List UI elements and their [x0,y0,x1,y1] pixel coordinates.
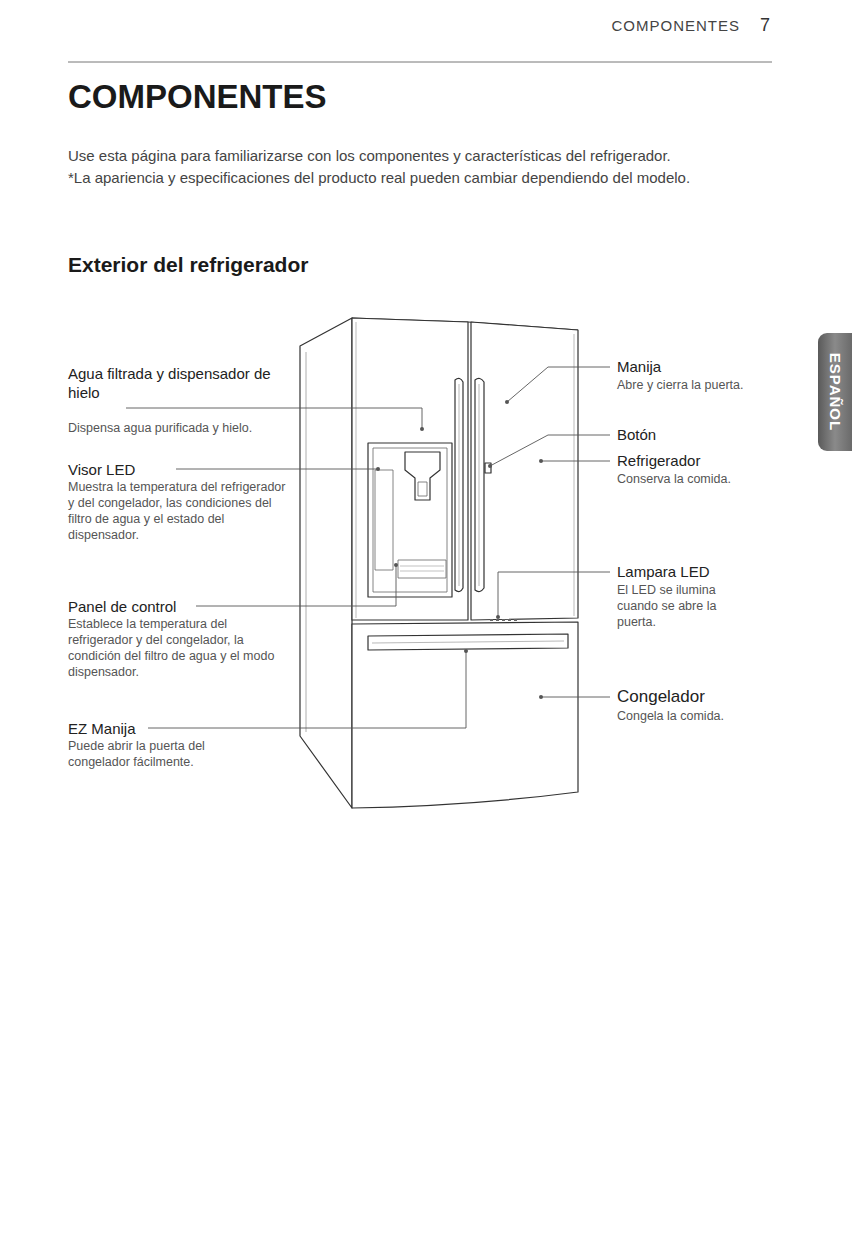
language-tab: ESPAÑOL [818,333,852,451]
tab-label: ESPAÑOL [827,353,844,431]
callout-title: Congelador [617,686,817,708]
callout-description: Muestra la temperatura del refrigerador … [68,479,293,543]
callout-description: Establece la temperatura del refrigerado… [68,616,293,680]
section-heading: Exterior del refrigerador [68,252,468,279]
callout-title: Panel de control [68,597,268,616]
page-title: COMPONENTES [68,76,327,118]
callout-title: EZ Manija [68,719,268,738]
callout-title: Botón [617,425,817,444]
callout-description: Dispensa agua purificada y hielo. [68,420,298,436]
callout-description: Conserva la comida. [617,471,817,487]
callout-title: Refrigerador [617,451,817,470]
callout-description: El LED se ilumina cuando se abre la puer… [617,582,732,630]
callout-description: Abre y cierra la puerta. [617,377,817,393]
callout-description: Congela la comida. [617,708,817,724]
callout-title: Lampara LED [617,562,817,581]
page-number: 7 [760,14,790,37]
running-header: COMPONENTES [560,16,740,35]
intro-note: *La apariencia y especificaciones del pr… [68,168,788,187]
callout-title: Manija [617,357,817,376]
callout-description: Puede abrir la puerta del congelador fác… [68,738,258,770]
intro-text: Use esta página para familiarizarse con … [68,146,788,165]
callout-title: Visor LED [68,460,268,479]
callout-title: Agua filtrada y dispensador de hielo [68,364,283,402]
